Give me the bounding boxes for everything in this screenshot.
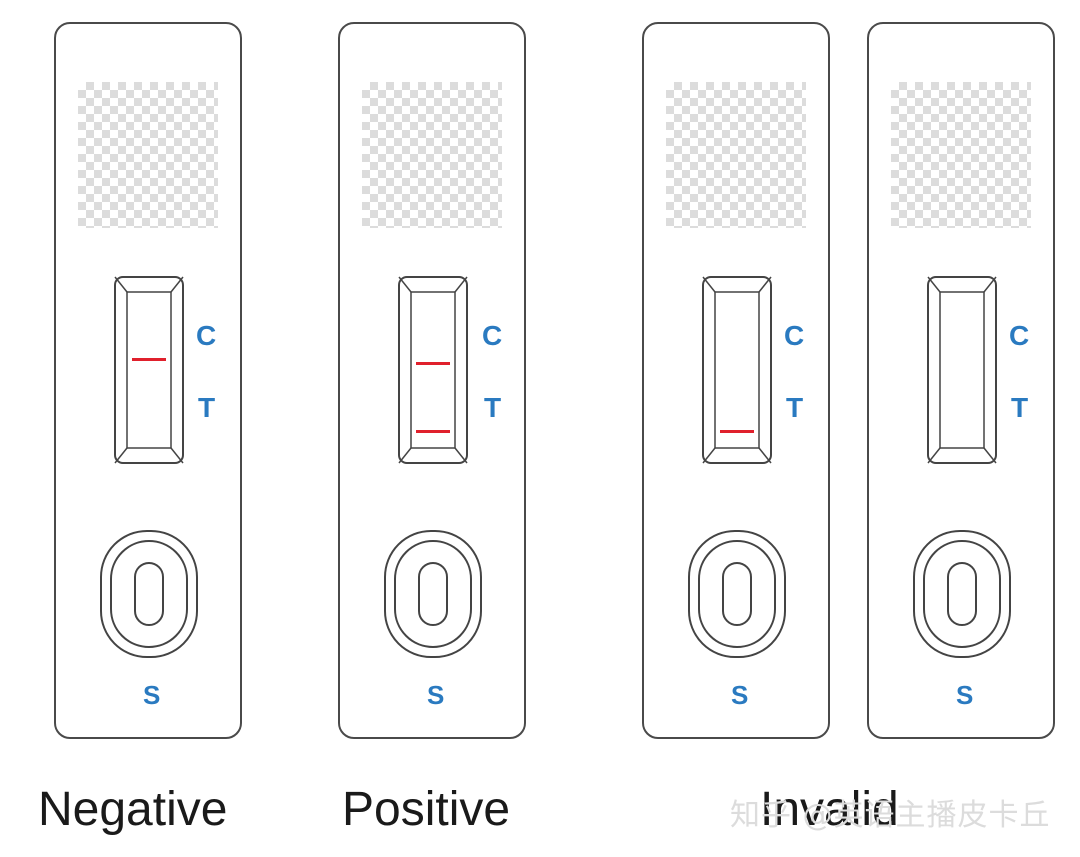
cassette-negative: C T S [54, 22, 242, 739]
test-label: T [198, 392, 216, 423]
test-label: T [786, 392, 804, 423]
control-label: C [1009, 320, 1030, 351]
label-area [78, 82, 218, 228]
test-line [416, 430, 450, 433]
label-area [891, 82, 1031, 228]
control-label: C [784, 320, 805, 351]
control-line [132, 358, 166, 361]
watermark: 知乎 @英语主播皮卡丘 [730, 798, 1051, 833]
sample-well [913, 530, 1011, 658]
control-label: C [482, 320, 503, 351]
sample-label: S [143, 680, 161, 710]
result-window [114, 276, 184, 464]
cassette-positive: C T S [338, 22, 526, 739]
sample-well [100, 530, 198, 658]
test-label: T [484, 392, 502, 423]
caption-invalid: Invalid [760, 783, 899, 836]
cassette-invalid-2: C T S [867, 22, 1055, 739]
control-label: C [196, 320, 217, 351]
result-window [398, 276, 468, 464]
label-area [362, 82, 502, 228]
label-area [666, 82, 806, 228]
control-line [416, 362, 450, 365]
caption-negative: Negative [38, 783, 228, 836]
sample-label: S [731, 680, 749, 710]
result-window [927, 276, 997, 464]
sample-label: S [427, 680, 445, 710]
test-line [720, 430, 754, 433]
caption-positive: Positive [342, 783, 511, 836]
test-label: T [1011, 392, 1029, 423]
sample-well [384, 530, 482, 658]
sample-well [688, 530, 786, 658]
cassette-invalid-1: C T S [642, 22, 830, 739]
result-window [702, 276, 772, 464]
sample-label: S [956, 680, 974, 710]
